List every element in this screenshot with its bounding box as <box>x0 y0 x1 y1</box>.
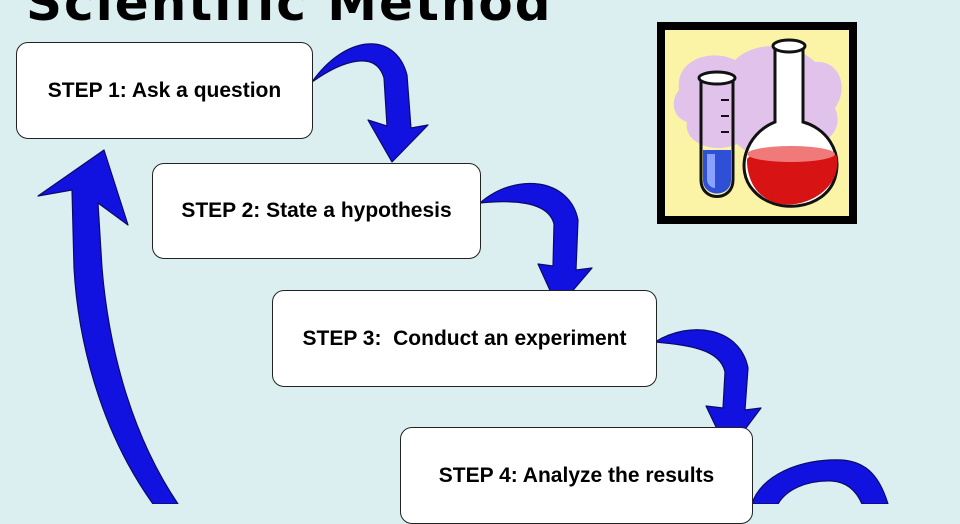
arrow-step1-to-step2 <box>311 43 429 163</box>
step-4-box: STEP 4: Analyze the results <box>400 427 753 524</box>
step-1-label: STEP 1: Ask a question <box>47 78 282 102</box>
lab-flasks-icon <box>665 30 849 216</box>
arrow-step4-out <box>751 459 889 504</box>
lab-flasks-clipart <box>657 22 857 224</box>
step-1-box: STEP 1: Ask a question <box>16 42 313 139</box>
arrow-step3-to-step4 <box>654 329 762 453</box>
step-3-box: STEP 3: Conduct an experiment <box>272 290 657 387</box>
page-title: Scientific Method <box>26 0 553 32</box>
step-2-label: STEP 2: State a hypothesis <box>181 199 452 222</box>
step-2-box: STEP 2: State a hypothesis <box>152 163 481 259</box>
step-3-label: STEP 3: Conduct an experiment <box>302 326 627 350</box>
cycle-arrows <box>37 43 889 504</box>
step-4-label: STEP 4: Analyze the results <box>438 463 715 487</box>
arrow-step2-to-step3 <box>479 182 593 309</box>
return-arrow-to-step1 <box>37 149 179 504</box>
